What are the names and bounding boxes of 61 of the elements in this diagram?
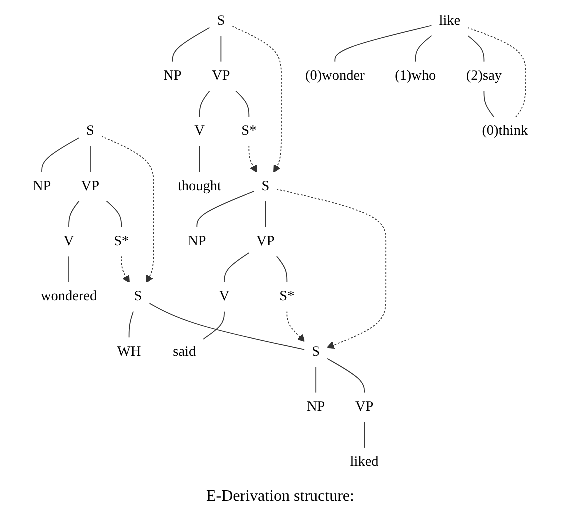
node-text: (2)say [466,68,502,84]
arrow [101,136,154,284]
connector [276,256,288,284]
connector [68,200,80,228]
node-text: VP [256,234,275,250]
connector [334,25,433,63]
node-text: NP [164,68,182,84]
node-text: S [312,344,320,360]
connector [316,366,317,394]
arrow [276,188,387,350]
connector [364,421,365,449]
connector [467,35,485,63]
connector [220,35,222,63]
connector [484,90,495,118]
arrow [121,256,130,284]
node-text: VP [355,399,374,415]
connector [90,145,91,174]
node-text: VP [81,178,100,194]
node-text: V [219,289,230,304]
node-text: S [217,13,226,28]
node-text: thought [178,178,222,194]
annotation-text: E-Derivation structure: [206,488,354,506]
arrow [232,26,282,173]
node-text: S [262,178,270,194]
node-text: liked [350,454,379,470]
node-text: (1)who [395,68,436,84]
connector [224,252,250,284]
connector [202,310,225,340]
node-text: NP [32,178,52,194]
connector [199,90,211,118]
node-text: said [173,344,196,360]
connector [106,200,122,228]
node-text: WH [117,344,142,360]
connector [199,145,200,174]
node-text: S [134,289,142,304]
connector [42,138,80,174]
connector [265,200,266,228]
node-text: (0)think [482,124,528,139]
node-text: like [439,13,461,28]
node-text: S* [114,234,130,250]
connector [148,302,306,350]
node-text: NP [188,234,206,250]
node-text: wondered [40,289,98,304]
connector [415,35,433,63]
node-text: S* [242,124,257,139]
node-text: V [64,234,74,250]
node-text: V [194,124,205,139]
node-text: (0)wonder [306,68,365,84]
node-text: VP [212,68,230,84]
connector [128,310,134,339]
node-text: S [86,124,94,139]
node-text: S* [280,289,295,304]
connector [196,190,256,228]
arrow [286,310,306,342]
node-text: NP [307,399,326,415]
connector [467,27,526,118]
arrow [248,145,258,173]
connector [172,27,211,63]
connector [68,256,70,284]
connector [326,358,365,394]
connector [235,90,250,118]
